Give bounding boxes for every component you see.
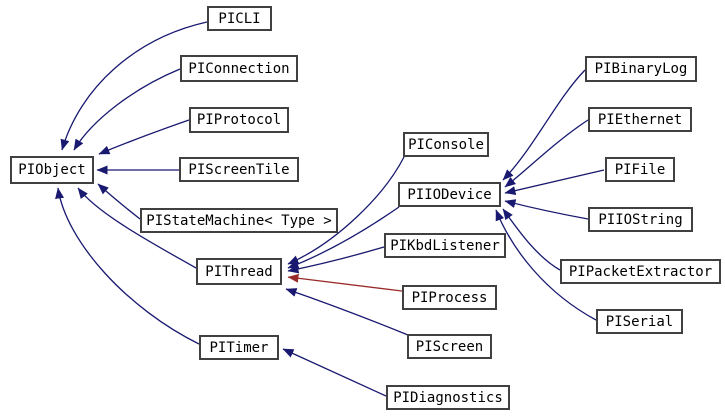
edge-PIProcess-to-PIThread xyxy=(287,273,403,292)
edge-PIDiagnostics-to-PITimer xyxy=(282,348,387,397)
node-label: PICLI xyxy=(218,10,261,27)
node-PIFile[interactable]: PIFile xyxy=(605,157,675,182)
node-PIDiagnostics[interactable]: PIDiagnostics xyxy=(386,385,510,410)
edge-PIIOString-to-PIIODevice xyxy=(504,199,589,220)
node-label: PIConnection xyxy=(188,60,290,77)
edge-PIPacketExtractor-to-PIIODevice xyxy=(502,208,561,271)
edge-PIScreen-to-PIThread xyxy=(285,288,409,336)
node-PIProtocol[interactable]: PIProtocol xyxy=(189,107,289,133)
node-PIScreen[interactable]: PIScreen xyxy=(407,334,492,359)
node-label: PIPacketExtractor xyxy=(568,263,713,280)
edge-PIThread-to-PIObject xyxy=(77,187,197,269)
node-PITimer[interactable]: PITimer xyxy=(199,335,279,360)
node-PISerial[interactable]: PISerial xyxy=(596,309,683,334)
edge-PIFile-to-PIIODevice xyxy=(504,169,605,195)
node-label: PIIOString xyxy=(598,211,683,228)
node-label: PIThread xyxy=(205,263,273,280)
node-label: PIFile xyxy=(614,161,666,178)
node-PIThread[interactable]: PIThread xyxy=(196,258,282,285)
edge-PIIODevice-to-PIThread xyxy=(287,206,400,269)
edge-PIStateMachine-to-PIObject xyxy=(97,183,141,220)
node-label: PITimer xyxy=(209,339,269,356)
node-label: PIConsole xyxy=(408,136,484,153)
edge-PIConnection-to-PIObject xyxy=(73,68,181,151)
node-PIKbdListener[interactable]: PIKbdListener xyxy=(384,233,506,258)
node-label: PIScreen xyxy=(415,338,484,355)
node-PIIODevice[interactable]: PIIODevice xyxy=(398,182,501,207)
node-label: PIObject xyxy=(18,162,86,178)
edge-PITimer-to-PIObject xyxy=(55,187,200,345)
node-PICLI[interactable]: PICLI xyxy=(207,6,272,31)
node-PIEthernet[interactable]: PIEthernet xyxy=(588,107,692,132)
node-label: PIScreenTile xyxy=(188,161,290,178)
edge-PICLI-to-PIObject xyxy=(60,21,208,151)
node-PIConnection[interactable]: PIConnection xyxy=(180,55,298,82)
node-label: PIProcess xyxy=(411,289,488,306)
node-label: PIBinaryLog xyxy=(594,61,688,77)
edge-PISerial-to-PIIODevice xyxy=(495,209,597,321)
node-label: PIDiagnostics xyxy=(393,389,503,406)
edge-PIEthernet-to-PIIODevice xyxy=(504,119,589,188)
node-label: PIProtocol xyxy=(196,112,282,128)
edge-PIProtocol-to-PIObject xyxy=(98,119,190,155)
node-label: PIIODevice xyxy=(407,186,492,203)
node-label: PISerial xyxy=(605,313,674,330)
node-label: PIEthernet xyxy=(597,111,683,128)
edge-PIKbdListener-to-PIThread xyxy=(287,246,385,274)
edge-PIConsole-to-PIThread xyxy=(287,156,405,265)
node-PIPacketExtractor[interactable]: PIPacketExtractor xyxy=(560,259,721,284)
node-PIConsole[interactable]: PIConsole xyxy=(403,132,489,157)
edge-PIBinaryLog-to-PIIODevice xyxy=(502,69,586,181)
node-PIScreenTile[interactable]: PIScreenTile xyxy=(179,157,299,182)
node-PIProcess[interactable]: PIProcess xyxy=(402,285,497,310)
node-PIObject[interactable]: PIObject xyxy=(10,156,94,184)
node-PIBinaryLog[interactable]: PIBinaryLog xyxy=(585,56,697,82)
node-PIIOString[interactable]: PIIOString xyxy=(588,207,693,232)
node-label: PIStateMachine< Type > xyxy=(146,212,332,229)
node-PIStateMachine[interactable]: PIStateMachine< Type > xyxy=(140,208,338,233)
node-label: PIKbdListener xyxy=(390,237,500,254)
